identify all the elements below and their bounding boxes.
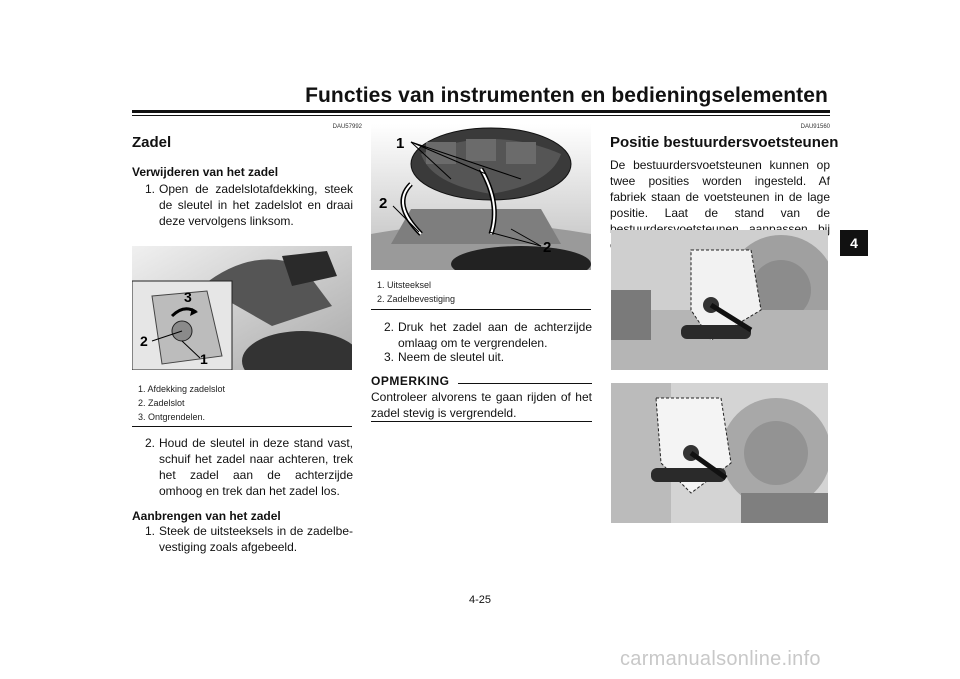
figure-footrest-high bbox=[611, 383, 828, 523]
figure-label: 2 bbox=[543, 239, 551, 256]
section-heading-zadel: Zadel bbox=[132, 134, 172, 151]
watermark: carmanualsonline.info bbox=[620, 648, 821, 670]
figure-label: 1 bbox=[396, 135, 404, 152]
caption-item: 2. Zadelbevestiging bbox=[377, 294, 456, 304]
figure-seat-lock: 3 2 1 bbox=[132, 246, 352, 370]
figure-footrest-low bbox=[611, 230, 828, 370]
caption-item: 2. Zadelslot bbox=[138, 398, 185, 408]
figure-label: 2 bbox=[140, 333, 148, 349]
figure-label: 1 bbox=[200, 351, 208, 367]
step-number: 2. bbox=[384, 320, 395, 334]
caption-item: 1. Afdekking zadelslot bbox=[138, 384, 226, 394]
subheading-remove-seat: Verwijderen van het zadel bbox=[132, 165, 279, 179]
step-text: Neem de sleutel uit. bbox=[398, 350, 505, 364]
header-rule bbox=[132, 110, 830, 113]
step-2: 2. Houd de sleutel in deze stand vast, s… bbox=[145, 435, 353, 499]
step-number: 1. bbox=[145, 524, 156, 538]
figure-label: 3 bbox=[184, 289, 192, 305]
figure-label: 2 bbox=[379, 195, 387, 212]
step-text: Houd de sleutel in deze stand vast, schu… bbox=[159, 436, 353, 498]
section-code: DAU57992 bbox=[332, 124, 362, 130]
note-title: OPMERKING bbox=[371, 374, 450, 388]
chapter-tab[interactable]: 4 bbox=[840, 230, 868, 256]
page-number: 4-25 bbox=[468, 594, 492, 606]
subheading-install-seat: Aanbrengen van het zadel bbox=[132, 509, 281, 523]
caption-list: 1. Uitsteeksel 2. Zadelbevestiging bbox=[377, 278, 455, 306]
step-number: 2. bbox=[145, 436, 156, 450]
caption-item: 1. Uitsteeksel bbox=[377, 280, 432, 290]
section-heading-footrests: Positie bestuurdersvoetsteunen bbox=[610, 134, 839, 151]
step-2-press: 2. Druk het zadel aan de achterzijde om­… bbox=[384, 319, 592, 351]
note-end-rule bbox=[371, 421, 592, 422]
caption-rule bbox=[371, 309, 591, 310]
step-3-remove-key: 3. Neem de sleutel uit. bbox=[384, 349, 592, 365]
header-rule-thin bbox=[132, 115, 830, 116]
caption-list: 1. Afdekking zadelslot 2. Zadelslot 3. O… bbox=[138, 382, 225, 424]
step-text: Druk het zadel aan de achterzijde om­laa… bbox=[398, 320, 592, 350]
step-text: Open de zadelslotafdekking, steek de sle… bbox=[159, 182, 353, 228]
step-number: 1. bbox=[145, 182, 156, 196]
section-code: DAU91560 bbox=[800, 124, 830, 130]
install-step-1: 1. Steek de uitsteeksels in de zadelbe­v… bbox=[145, 523, 353, 555]
caption-rule bbox=[132, 426, 352, 427]
step-1: 1. Open de zadelslotafdekking, steek de … bbox=[145, 181, 353, 229]
step-text: Steek de uitsteeksels in de zadelbe­vest… bbox=[159, 524, 353, 554]
page-header-title: Functies van instrumenten en bedieningse… bbox=[305, 84, 828, 107]
caption-item: 3. Ontgrendelen. bbox=[138, 412, 206, 422]
note-text: Controleer alvorens te gaan rijden of he… bbox=[371, 390, 592, 420]
note-title-rule bbox=[458, 383, 592, 384]
step-number: 3. bbox=[384, 350, 395, 364]
figure-seat-underside: 1 2 2 bbox=[371, 124, 591, 270]
